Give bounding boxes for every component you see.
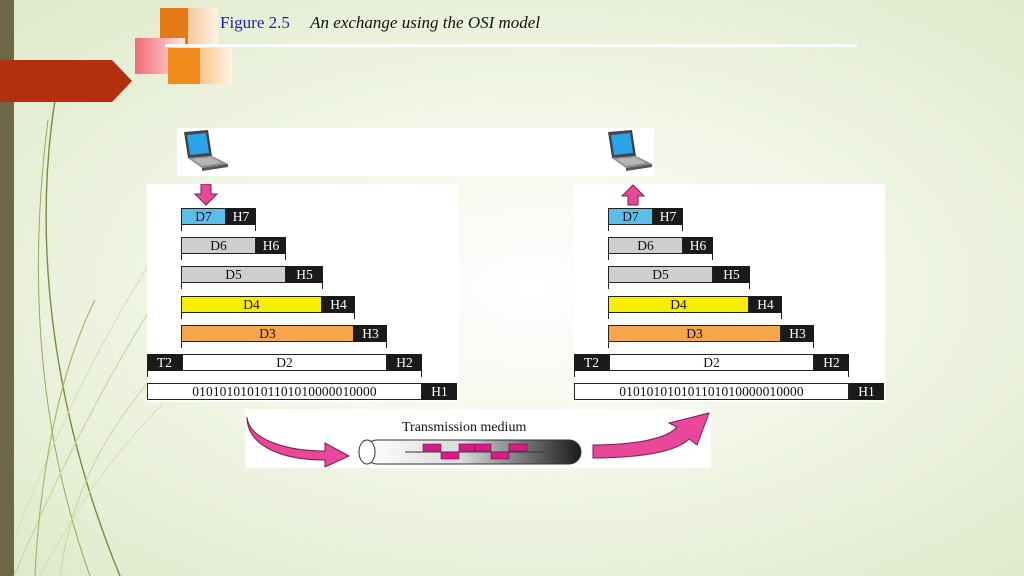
curved-arrow-left-icon	[246, 416, 351, 468]
trailer-t2: T2	[574, 354, 609, 371]
cable-icon	[358, 439, 582, 465]
data-segment-d3: D3	[608, 325, 781, 342]
data-segment-d2: D2	[609, 354, 814, 371]
header-h7: H7	[226, 208, 256, 225]
header-h3: H3	[354, 325, 387, 342]
receiver-laptop-icon	[608, 130, 652, 171]
curved-arrow-right-icon	[592, 412, 710, 459]
accent-square-light-top	[188, 8, 218, 44]
data-segment-d5: D5	[608, 266, 713, 283]
figure-number: Figure 2.5	[220, 13, 290, 32]
data-segment-d7: D7	[608, 208, 653, 225]
header-h7: H7	[653, 208, 683, 225]
header-h4: H4	[322, 296, 355, 313]
data-segment-d4: D4	[608, 296, 749, 313]
data-segment-d7: D7	[181, 208, 226, 225]
laptop-strip-left	[177, 128, 654, 176]
trailer-t2: T2	[147, 354, 182, 371]
accent-tab	[0, 60, 132, 102]
data-segment-d3: D3	[181, 325, 354, 342]
left-border-bar	[0, 0, 14, 576]
header-h6: H6	[256, 237, 286, 254]
header-h5: H5	[713, 266, 750, 283]
figure-caption: An exchange using the OSI model	[310, 13, 541, 32]
header-h3: H3	[781, 325, 814, 342]
down-arrow-icon	[194, 184, 218, 206]
receiver-stack: D7 H7 D6 H6 D5 H5 D4 H4 D3 H3 T2 D2 H2 0…	[574, 208, 884, 424]
figure-title: Figure 2.5 An exchange using the OSI mod…	[220, 13, 540, 33]
header-h5: H5	[286, 266, 323, 283]
header-h4: H4	[749, 296, 782, 313]
data-segment-d2: D2	[182, 354, 387, 371]
bitstream: 010101010101101010000010000	[574, 383, 849, 400]
header-h1: H1	[422, 383, 457, 400]
accent-square-light-bottom	[200, 48, 232, 84]
header-h2: H2	[814, 354, 849, 371]
header-h1: H1	[849, 383, 884, 400]
sender-laptop-icon	[184, 130, 228, 171]
sender-stack: D7 H7 D6 H6 D5 H5 D4 H4 D3 H3 T2 D2 H2 0…	[147, 208, 457, 424]
data-segment-d6: D6	[181, 237, 256, 254]
data-segment-d5: D5	[181, 266, 286, 283]
data-segment-d4: D4	[181, 296, 322, 313]
transmission-medium-label: Transmission medium	[402, 420, 527, 435]
bitstream: 010101010101101010000010000	[147, 383, 422, 400]
transmission-diagram	[246, 412, 710, 468]
header-h6: H6	[683, 237, 713, 254]
title-underline	[165, 44, 857, 47]
data-segment-d6: D6	[608, 237, 683, 254]
accent-square-orange-bottom	[168, 48, 200, 84]
header-h2: H2	[387, 354, 422, 371]
up-arrow-icon	[621, 184, 645, 206]
